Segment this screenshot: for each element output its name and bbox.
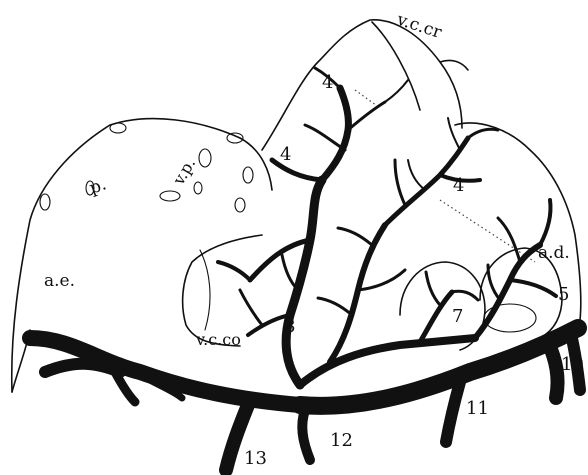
label-a-e: a.e. (44, 271, 75, 291)
vessel-tree (218, 68, 556, 385)
label-13: 13 (244, 448, 267, 469)
papilla (110, 123, 126, 133)
left-lobe-outline (12, 119, 272, 392)
top-lobe-right-edge (372, 22, 420, 110)
label-7: 7 (452, 306, 463, 327)
label-v-c-co: v.c.co (195, 330, 241, 349)
papilla (194, 182, 202, 194)
label-4-right: 4 (453, 175, 464, 196)
label-v-c-cr: v.c.cr (394, 9, 445, 43)
branch-11 (446, 382, 460, 442)
branch-12 (302, 410, 310, 460)
lower-lobe-inner (200, 250, 210, 330)
papilla (243, 167, 253, 183)
label-8: 8 (284, 316, 295, 337)
label-a-d: a.d. (538, 243, 570, 263)
label-12: 12 (330, 430, 353, 451)
label-4-top: 4 (322, 72, 333, 93)
label-10: 10 (561, 354, 584, 375)
label-4-left: 4 (280, 144, 291, 165)
dotted-line-right (440, 200, 535, 262)
papilla (235, 198, 245, 212)
papillae-group (40, 123, 253, 212)
papilla (199, 149, 211, 167)
label-5: 5 (558, 284, 569, 305)
dotted-line-top (355, 90, 380, 108)
label-11: 11 (466, 398, 489, 419)
papilla (40, 194, 50, 210)
main-artery (30, 328, 580, 470)
papilla (160, 191, 180, 201)
branch-10 (548, 342, 558, 398)
